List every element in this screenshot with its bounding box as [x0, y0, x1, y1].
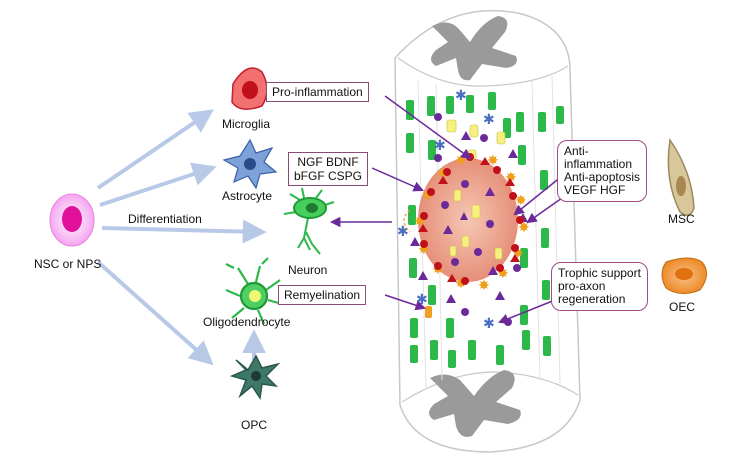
lesion-inner-markers — [441, 180, 503, 275]
pointer-arrows — [329, 95, 563, 324]
differentiation-label: Differentiation — [128, 212, 202, 226]
neuron-label: Neuron — [288, 263, 328, 277]
growth-factors-line-2: bFGF CSPG — [294, 169, 363, 183]
pro-inflammation-text: Pro-inflammation — [272, 85, 363, 99]
gray-matter-top — [431, 16, 517, 81]
growth-factors-box: NGF BDNF bFGF CSPG — [288, 152, 369, 186]
arrow-to-microglia — [96, 109, 214, 190]
msc-label: MSC — [668, 212, 695, 226]
growth-factors-line-1: NGF BDNF — [297, 155, 359, 169]
msc-cell — [667, 138, 695, 216]
nsc-label: NSC or NPS — [34, 257, 102, 271]
arrow-to-opc — [96, 260, 214, 366]
spinal-cord-top-cap — [397, 57, 569, 87]
oligodendrocyte-cell — [225, 257, 283, 325]
opc-label: OPC — [241, 418, 268, 432]
opc-cell — [229, 354, 281, 401]
svg-text:✸: ✸ — [478, 278, 490, 294]
arrow-pro-inflammation — [384, 95, 472, 160]
svg-text:✸: ✸ — [518, 220, 530, 236]
oec-effects-line-1: Trophic support — [558, 266, 641, 280]
arrow-factors — [371, 167, 424, 192]
microglia-label: Microglia — [222, 117, 271, 131]
spinal-cord-bottom-cap — [401, 371, 579, 403]
remyelination-text: Remyelination — [284, 288, 361, 302]
arrow-to-astrocyte — [99, 162, 217, 207]
msc-effects-line-2: inflammation — [564, 157, 633, 171]
svg-text:✱: ✱ — [416, 292, 428, 308]
purple-particles-outer — [410, 113, 528, 326]
nsc-cell — [49, 193, 95, 247]
oec-effects-line-2: pro-axon — [558, 279, 606, 293]
gray-matter-bottom — [429, 370, 521, 437]
differentiation-arrows — [96, 109, 267, 366]
msc-effects-line-3: Anti-apoptosis — [564, 170, 641, 184]
oec-effects-box: Trophic support pro-axon regeneration — [551, 262, 648, 311]
msc-effects-line-4: VEGF HGF — [564, 183, 626, 197]
arrow-oec-regeneration — [498, 299, 556, 324]
oec-effects-line-3: regeneration — [558, 292, 626, 306]
svg-text:✱: ✱ — [397, 224, 409, 240]
remyelination-box: Remyelination — [278, 285, 367, 305]
msc-effects-line-1: Anti- — [564, 144, 589, 158]
remyelination-particle — [425, 306, 432, 318]
svg-text:✱: ✱ — [455, 88, 467, 104]
oligodendrocyte-label: Oligodendrocyte — [203, 315, 291, 329]
dashed-arc — [403, 209, 411, 233]
microglia-stars: ✱ ✱ ✱ ✱ ✱ ✱ — [397, 88, 495, 332]
astrocyte-cell — [222, 138, 278, 190]
astrocyte-label: Astrocyte — [222, 189, 273, 203]
microglia-cell — [231, 67, 268, 110]
msc-effects-box: Anti- inflammation Anti-apoptosis VEGF H… — [557, 140, 648, 202]
arrow-msc-vegf — [526, 197, 563, 224]
pro-inflammation-box: Pro-inflammation — [266, 82, 369, 102]
arrow-to-neuron — [101, 219, 267, 244]
neuron-cell — [283, 187, 335, 255]
svg-text:✱: ✱ — [434, 138, 446, 154]
oec-label: OEC — [669, 300, 696, 314]
arrow-msc-anti-apoptosis — [513, 175, 563, 216]
oec-cell — [661, 257, 707, 294]
arrow-remyelination — [384, 294, 426, 311]
svg-text:✱: ✱ — [483, 112, 495, 128]
svg-text:✱: ✱ — [483, 316, 495, 332]
